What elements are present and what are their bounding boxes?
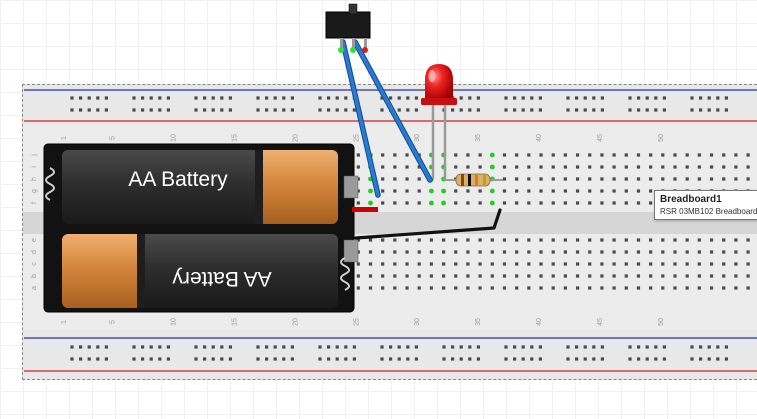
power-rails (24, 89, 757, 372)
column-label: 5 (110, 320, 117, 324)
column-label: 45 (597, 134, 604, 142)
column-label: 40 (536, 134, 543, 142)
column-label: 25 (353, 318, 360, 326)
column-label: 25 (353, 134, 360, 142)
wires[interactable] (340, 39, 502, 240)
column-label: 15 (232, 318, 239, 326)
led-red[interactable] (421, 64, 457, 180)
column-label: 50 (658, 318, 665, 326)
column-label: 1 (61, 320, 68, 324)
battery-bottom-label: AA Battery (172, 267, 272, 290)
column-label: 30 (414, 134, 421, 142)
row-label: f (31, 202, 38, 204)
battery-cell-top: AA Battery (62, 150, 338, 224)
wire-red[interactable] (352, 207, 378, 212)
column-label: 20 (292, 134, 299, 142)
battery-cell-bottom: AA Battery (62, 234, 338, 308)
row-labels: j i h g f e d c b a (31, 154, 38, 290)
column-label: 30 (414, 318, 421, 326)
row-label: j (31, 154, 38, 157)
row-label: a (31, 286, 38, 290)
column-label: 50 (658, 134, 665, 142)
column-label: 10 (171, 318, 178, 326)
column-label: 15 (232, 134, 239, 142)
row-label: c (31, 262, 38, 266)
row-label: h (31, 177, 38, 181)
row-label: b (31, 274, 38, 278)
column-label: 20 (292, 318, 299, 326)
row-label: e (31, 238, 38, 242)
battery-top-label: AA Battery (128, 168, 228, 191)
column-label: 10 (171, 134, 178, 142)
row-label: d (31, 250, 38, 254)
column-label: 1 (61, 136, 68, 140)
battery-pack[interactable]: AA Battery AA Battery (43, 143, 359, 313)
slide-switch[interactable] (325, 3, 371, 53)
row-label: g (31, 189, 38, 193)
column-label: 40 (536, 318, 543, 326)
column-label: 45 (597, 318, 604, 326)
column-label: 5 (110, 136, 117, 140)
resistor[interactable] (445, 173, 503, 187)
wire-black[interactable] (354, 208, 502, 240)
row-label: i (31, 166, 38, 168)
column-label: 35 (475, 134, 482, 142)
column-label: 35 (475, 318, 482, 326)
